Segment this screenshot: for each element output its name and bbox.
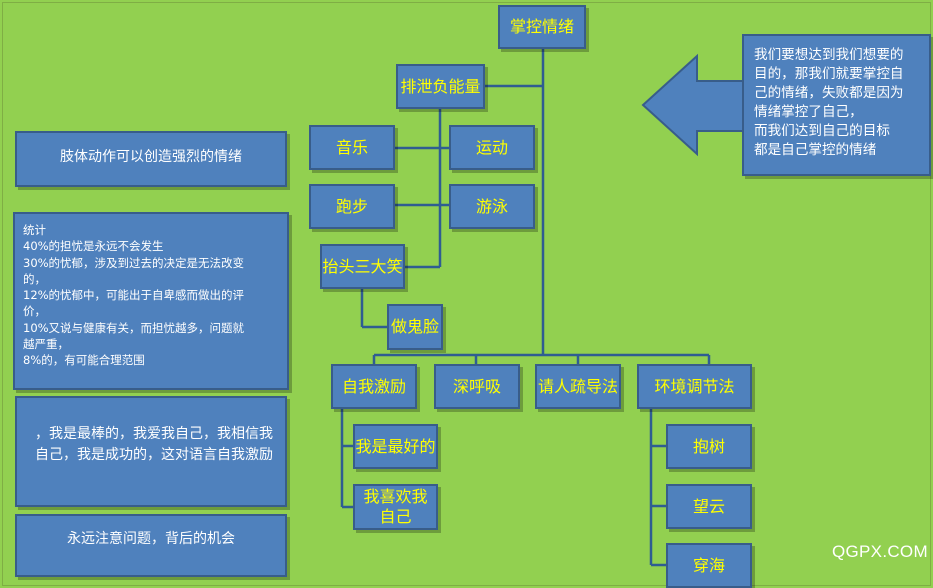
- stats-line: 30%的忧郁，涉及到过去的决定是无法改变: [23, 255, 245, 270]
- counseling-node[interactable]: 请人疏导法: [535, 364, 621, 409]
- three-laughs-node[interactable]: 抬头三大笑: [320, 244, 405, 289]
- affirmation-line: ，我是最棒的，我爱我自己，我相信我: [35, 426, 273, 442]
- affirmation-note: ，我是最棒的，我爱我自己，我相信我 自己，我是成功的，这对语言自我激励: [15, 396, 287, 507]
- i-am-best-node[interactable]: 我是最好的: [353, 424, 438, 469]
- cross-sea-node[interactable]: 穿海: [666, 543, 752, 588]
- callout-line: 而我们达到自己的目标: [754, 123, 890, 139]
- stats-line: 统计: [23, 223, 46, 237]
- stats-line: 价，: [23, 304, 46, 319]
- look-clouds-node[interactable]: 望云: [666, 484, 752, 529]
- exercise-node[interactable]: 运动: [449, 125, 535, 170]
- i-like-myself-node[interactable]: 我喜欢我自己: [353, 484, 438, 530]
- make-face-node[interactable]: 做鬼脸: [387, 304, 443, 350]
- root-node[interactable]: 掌控情绪: [498, 5, 586, 49]
- stats-line: 12%的忧郁中，可能出于自卑感而做出的评: [23, 288, 245, 303]
- stats-line: 越严重，: [23, 337, 69, 352]
- release-negative-node[interactable]: 排泄负能量: [396, 64, 485, 109]
- callout-line: 己的情绪，失败都是因为: [754, 85, 904, 101]
- watermark: QGPX.COM: [832, 542, 928, 561]
- stats-line: 10%又说与健康有关，而担忧越多，问题就: [23, 320, 245, 335]
- music-node[interactable]: 音乐: [309, 125, 395, 170]
- environment-node[interactable]: 环境调节法: [637, 364, 752, 409]
- body-action-note: 肢体动作可以创造强烈的情绪: [15, 131, 287, 187]
- callout-line: 我们要想达到我们想要的: [754, 47, 904, 63]
- callout-line: 情绪掌控了自己，: [754, 104, 863, 120]
- callout-line: 目的，那我们就要掌控自: [754, 66, 904, 82]
- self-motivation-node[interactable]: 自我激励: [331, 364, 417, 409]
- statistics-note: 统计 40%的担忧是永远不会发生 30%的忧郁，涉及到过去的决定是无法改变 的，…: [13, 212, 289, 390]
- left-arrow-shape: [641, 53, 744, 157]
- hug-tree-node[interactable]: 抱树: [666, 424, 752, 469]
- swimming-node[interactable]: 游泳: [449, 184, 535, 229]
- affirmation-line: 自己，我是成功的，这对语言自我激励: [35, 447, 273, 463]
- stats-line: 40%的担忧是永远不会发生: [23, 239, 164, 254]
- stats-line: 8%的，有可能合理范围: [23, 353, 145, 368]
- stats-line: 的，: [23, 271, 46, 286]
- callout-line: 都是自己掌控的情绪: [754, 142, 877, 158]
- deep-breath-node[interactable]: 深呼吸: [434, 364, 520, 409]
- callout-box: 我们要想达到我们想要的 目的，那我们就要掌控自 己的情绪，失败都是因为 情绪掌控…: [742, 34, 931, 176]
- opportunity-note: 永远注意问题，背后的机会: [15, 514, 287, 577]
- running-node[interactable]: 跑步: [309, 184, 395, 229]
